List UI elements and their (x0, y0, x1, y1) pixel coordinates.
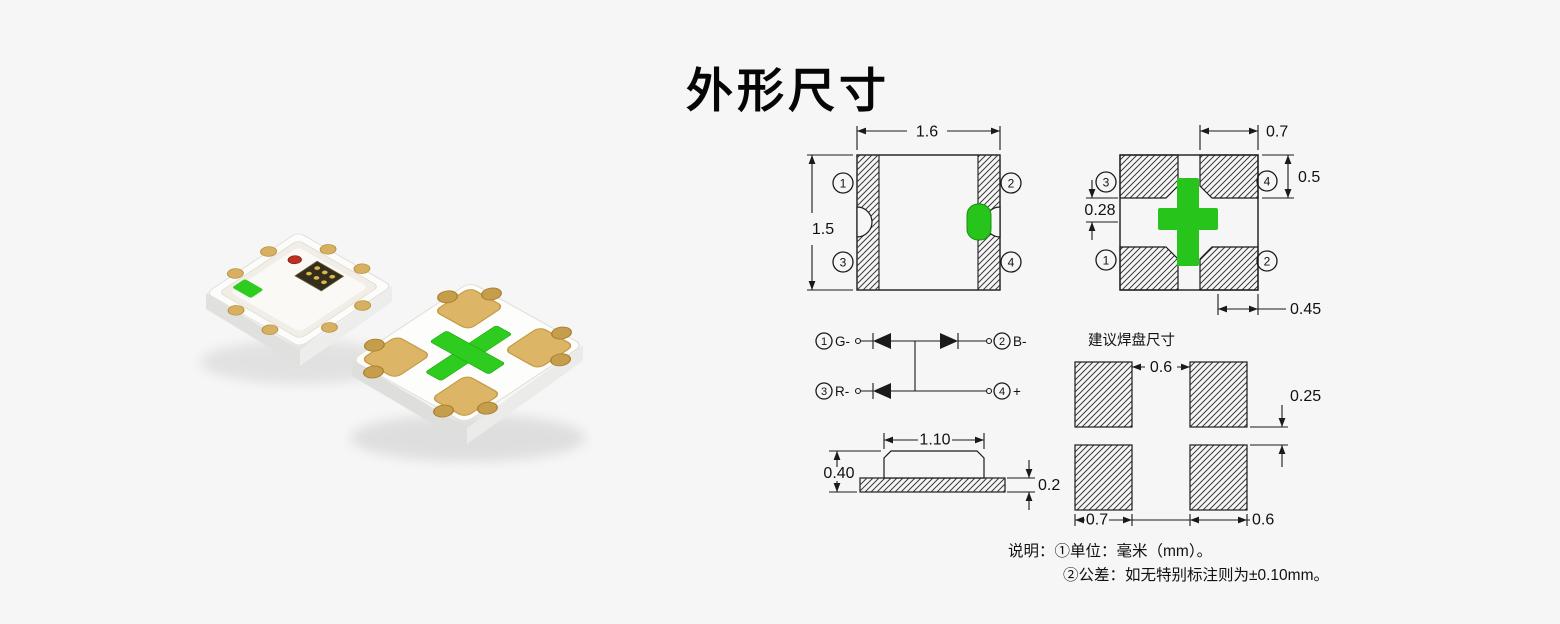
castellation-notches (363, 287, 572, 418)
label-patch (1085, 512, 1109, 528)
dim-row-gap-label: 0.25 (1290, 388, 1321, 405)
pin1-label: G- (835, 334, 850, 349)
svg-text:3: 3 (1103, 176, 1110, 190)
green-polarity-mark (966, 203, 992, 241)
pin-4-circle: 4 (1256, 170, 1278, 192)
dim-arrows (833, 451, 841, 492)
note-units: 说明：①单位：毫米（mm）。 (1008, 543, 1213, 560)
pin2-terminal: 2 B- (985, 332, 1027, 350)
svg-text:2: 2 (1264, 255, 1271, 269)
dim-height-label: 1.5 (812, 221, 834, 238)
svg-text:2: 2 (1008, 177, 1015, 191)
red-mark (287, 255, 302, 265)
pin-1-circle: 1 (1095, 249, 1117, 271)
pin3-terminal: 3 R- (815, 382, 862, 400)
pad-layout-title: 建议焊盘尺寸 (1088, 331, 1175, 349)
bond-wires (306, 266, 336, 285)
castellation-pads (227, 244, 371, 335)
chip-top-side (206, 233, 392, 366)
dim-lines (1199, 125, 1259, 150)
dim-lines (1250, 405, 1288, 467)
pin4-label: + (1013, 384, 1021, 399)
label-patch (918, 432, 952, 447)
package-body (883, 450, 985, 479)
svg-text:2: 2 (999, 336, 1005, 348)
dim-width-label: 1.6 (916, 124, 938, 141)
top-view-drawing: 1.6 1.5 1 2 3 4 (807, 124, 1022, 291)
wires (861, 340, 986, 392)
green-mark (233, 279, 263, 298)
dim-slot-label: 0.28 (1084, 202, 1115, 219)
bottom-pads (1119, 154, 1259, 291)
dim-arrows (1088, 189, 1096, 231)
note-tolerance: ②公差：如无特别标注则为±0.10mm。 (1063, 567, 1329, 584)
svg-text:1: 1 (840, 177, 847, 191)
left-notch (856, 206, 873, 238)
diode-red (872, 383, 891, 399)
chip-bottom-side (352, 283, 583, 444)
pin-2-circle: 2 (1000, 172, 1022, 194)
page-title: 外形尺寸 (686, 64, 890, 117)
svg-text:1: 1 (821, 336, 827, 348)
dim-base-thickness-label: 0.2 (1038, 477, 1060, 494)
circuit-schematic: 1 G- 2 B- 3 R- 4 + (815, 332, 1027, 400)
dim-pad-width-label: 0.7 (1266, 124, 1288, 141)
label-patch (821, 467, 857, 481)
green-cross (426, 325, 511, 381)
pin2-label: B- (1013, 334, 1027, 349)
side-view-drawing: 1.10 0.40 0.2 (821, 432, 1060, 510)
base-plate-hatch (860, 478, 1005, 492)
dim-edge-label: 0.45 (1290, 301, 1321, 318)
dim-height-label: 0.40 (823, 465, 854, 482)
pin1-terminal: 1 G- (815, 332, 862, 350)
dim-arrows (1218, 305, 1258, 313)
label-patch (1250, 512, 1286, 528)
svg-text:1: 1 (1103, 254, 1110, 268)
dim-arrows (1284, 155, 1292, 198)
dim-body-width-label: 1.10 (919, 432, 950, 449)
dim-arrows (1025, 469, 1033, 501)
led-die (294, 260, 345, 292)
dim-right-pad-label: 0.6 (1252, 512, 1274, 529)
svg-text:4: 4 (1008, 256, 1015, 270)
dim-lines (856, 126, 1001, 150)
pin3-label: R- (835, 384, 849, 399)
dim-left-pad-label: 0.7 (1086, 512, 1108, 529)
svg-text:3: 3 (821, 386, 827, 398)
svg-text:3: 3 (840, 256, 847, 270)
svg-text:4: 4 (999, 386, 1005, 398)
diode-blue (940, 333, 959, 349)
dim-lines (1086, 180, 1118, 240)
dim-pad-height-label: 0.5 (1298, 169, 1320, 186)
pin4-terminal: 4 + (985, 382, 1021, 400)
dim-lines (1007, 460, 1035, 510)
dim-lines (1217, 294, 1286, 315)
diode-green (872, 333, 891, 349)
pin-2-circle: 2 (1256, 250, 1278, 272)
pin-3-circle: 3 (832, 251, 854, 273)
pin-4-circle: 4 (1000, 251, 1022, 273)
svg-text:4: 4 (1264, 175, 1271, 189)
recommended-pads (1074, 361, 1248, 511)
pin-3-circle: 3 (1095, 171, 1117, 193)
pin-1-circle: 1 (832, 172, 854, 194)
pad-layout-drawing: 建议焊盘尺寸 0.6 0.25 0.7 0.6 (1074, 331, 1321, 529)
dim-lines (807, 154, 853, 291)
bottom-view-drawing: 0.7 0.5 0.28 0.45 3 4 1 2 (1084, 124, 1321, 319)
product-photo (200, 233, 586, 462)
dim-arrows (1278, 418, 1286, 454)
dim-top-gap-label: 0.6 (1150, 359, 1172, 376)
green-cross (1158, 178, 1218, 266)
